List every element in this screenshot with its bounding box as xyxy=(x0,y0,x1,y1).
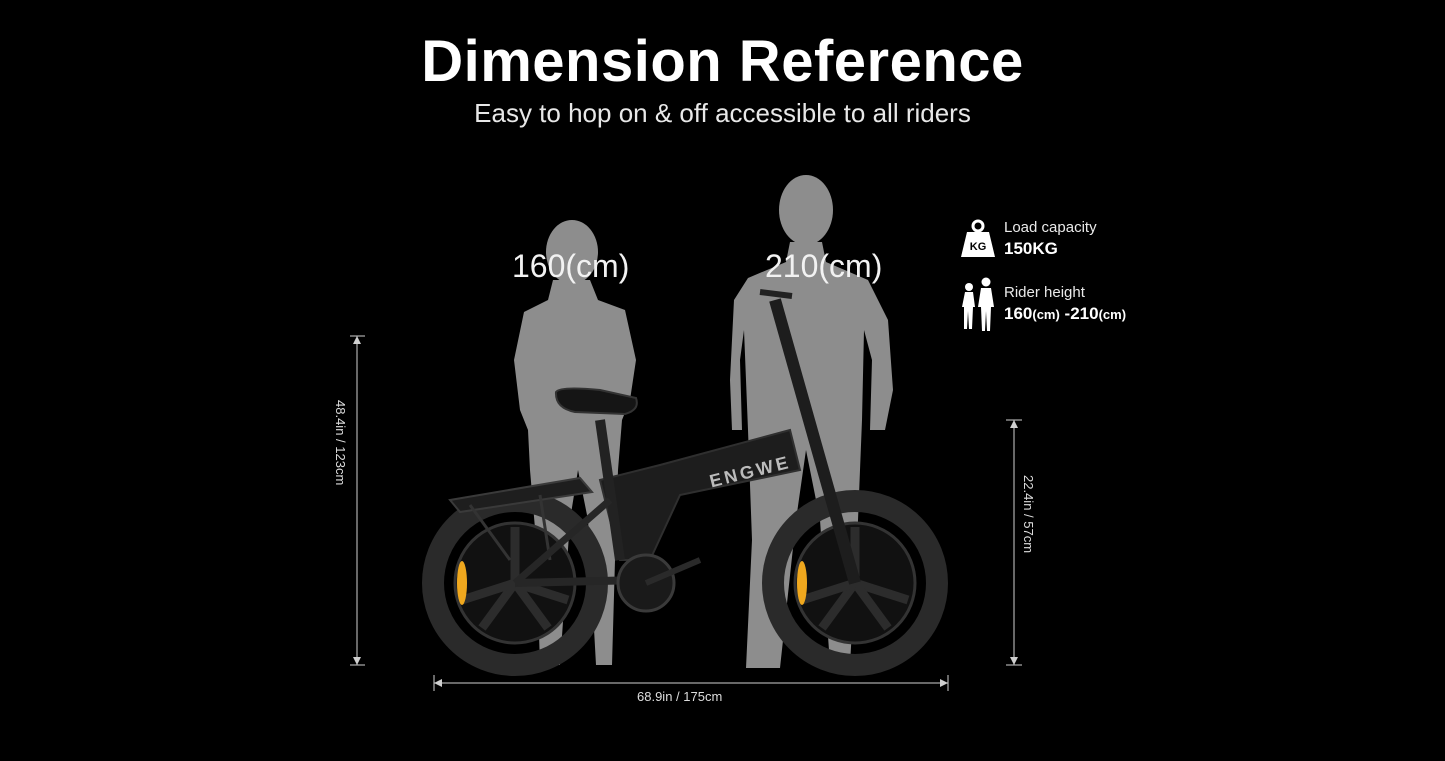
rider-height-separator: - xyxy=(1059,304,1071,323)
total-height-dimension: 48.4in / 123cm xyxy=(333,400,348,486)
riders-icon xyxy=(958,277,998,331)
dimension-lines xyxy=(350,335,1022,691)
seat-height-dimension: 22.4in / 57cm xyxy=(1021,475,1036,554)
page-subtitle: Easy to hop on & off accessible to all r… xyxy=(474,98,971,128)
weight-icon-text: KG xyxy=(970,241,987,253)
length-dimension: 68.9in / 175cm xyxy=(637,689,723,704)
load-capacity-value: 150KG xyxy=(1004,239,1058,258)
rider-min-unit: (cm) xyxy=(1032,307,1060,322)
ebike-illustration: ENGWE xyxy=(422,289,948,676)
short-figure-height-label: 160(cm) xyxy=(512,248,630,284)
rider-height-label: Rider height xyxy=(1004,284,1085,301)
rider-max-height: 210 xyxy=(1070,304,1099,323)
rider-height-value: 160(cm) -210(cm) xyxy=(1004,304,1126,324)
load-capacity-label: Load capacity xyxy=(1004,219,1097,236)
rider-min-height: 160 xyxy=(1004,304,1033,323)
rider-max-unit: (cm) xyxy=(1098,307,1127,322)
load-capacity-spec: KG Load capacity 150KG xyxy=(958,215,1097,263)
weight-icon: KG xyxy=(958,215,998,263)
rider-height-spec: Rider height 160(cm) -210(cm) xyxy=(958,277,1126,331)
tall-figure-height-label: 210(cm) xyxy=(765,248,883,284)
page-title: Dimension Reference xyxy=(421,29,1024,94)
